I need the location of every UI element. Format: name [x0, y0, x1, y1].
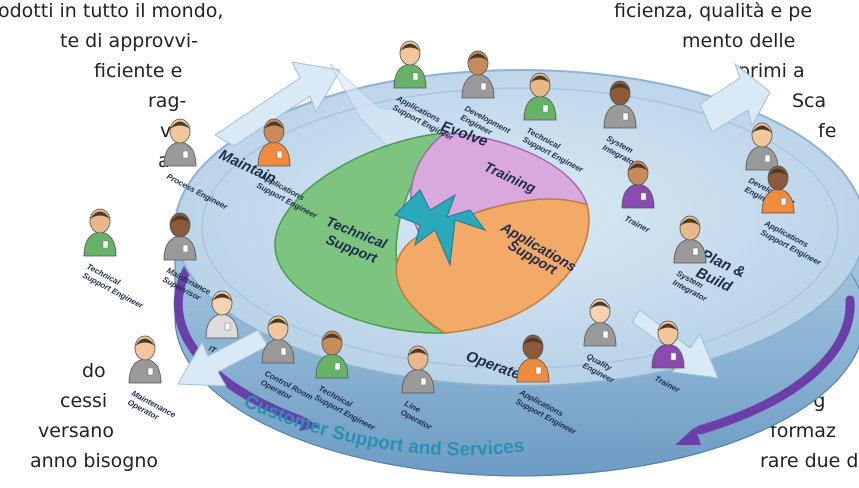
- person-hair: [530, 75, 550, 83]
- person-hair: [170, 215, 190, 223]
- badge-icon: [780, 197, 787, 206]
- bg-text-line: rag-: [148, 90, 187, 112]
- person-body: [128, 358, 162, 384]
- badge-icon: [480, 82, 487, 91]
- person-body: [393, 63, 427, 89]
- person-hair: [523, 337, 543, 345]
- bg-text-line: a: [158, 150, 170, 172]
- badge-icon: [102, 240, 109, 249]
- badge-icon: [280, 347, 287, 356]
- person-hair: [628, 163, 648, 171]
- bg-text-line: ficienza, qualità e pe: [614, 0, 813, 22]
- bg-text-line: ficiente e: [94, 60, 183, 82]
- badge-icon: [412, 72, 419, 81]
- person-hair: [408, 348, 428, 356]
- bg-text-line: versano: [38, 420, 114, 442]
- person-hair: [680, 218, 700, 226]
- person-hair: [590, 301, 610, 309]
- person-hair: [264, 121, 284, 129]
- person-figure: IT: [205, 290, 239, 356]
- person-hair: [610, 83, 630, 91]
- badge-icon: [334, 362, 341, 371]
- person-hair: [768, 168, 788, 176]
- badge-icon: [542, 104, 549, 113]
- person-body: [83, 231, 117, 257]
- person-hair: [752, 125, 772, 133]
- person-hair: [135, 338, 155, 346]
- badge-icon: [764, 154, 771, 163]
- bg-text-line: Sca: [792, 90, 827, 112]
- bg-text-line: rare due dim: [760, 450, 859, 472]
- person-hair: [170, 121, 190, 129]
- badge-icon: [182, 244, 189, 253]
- badge-icon: [182, 150, 189, 159]
- badge-icon: [420, 377, 427, 386]
- person-role-label: IT: [207, 344, 218, 356]
- badge-icon: [147, 367, 154, 376]
- badge-icon: [602, 330, 609, 339]
- person-hair: [212, 293, 232, 301]
- badge-icon: [535, 366, 542, 375]
- person-hair: [400, 43, 420, 51]
- bg-text-line: cessi: [60, 390, 108, 412]
- pie-technical-support: [274, 132, 448, 334]
- bg-text-line: mento delle: [682, 30, 796, 52]
- person-hair: [658, 323, 678, 331]
- person-hair: [90, 211, 110, 219]
- person-hair: [322, 333, 342, 341]
- bg-text-line: odotti in tutto il mondo,: [0, 0, 224, 22]
- bg-text-line: formaz: [770, 420, 836, 442]
- person-body: [163, 141, 197, 167]
- bg-text-line: te di approvvi-: [60, 30, 198, 52]
- badge-icon: [224, 322, 231, 331]
- badge-icon: [622, 112, 629, 121]
- badge-icon: [692, 247, 699, 256]
- person-hair: [468, 53, 488, 61]
- badge-icon: [670, 352, 677, 361]
- rim-cycle-arrows: [173, 263, 855, 445]
- logo-icon: [394, 189, 487, 267]
- center-pie: Technical Support Training Applications …: [274, 132, 590, 334]
- bg-text-line: anno bisogno: [30, 450, 158, 472]
- bg-text-line: do: [82, 360, 106, 382]
- badge-icon: [640, 192, 647, 201]
- process-arrows: [177, 61, 771, 387]
- badge-icon: [276, 150, 283, 159]
- bg-text-line: fe: [818, 120, 837, 142]
- person-hair: [268, 318, 288, 326]
- bg-text-line: primi a: [738, 60, 805, 82]
